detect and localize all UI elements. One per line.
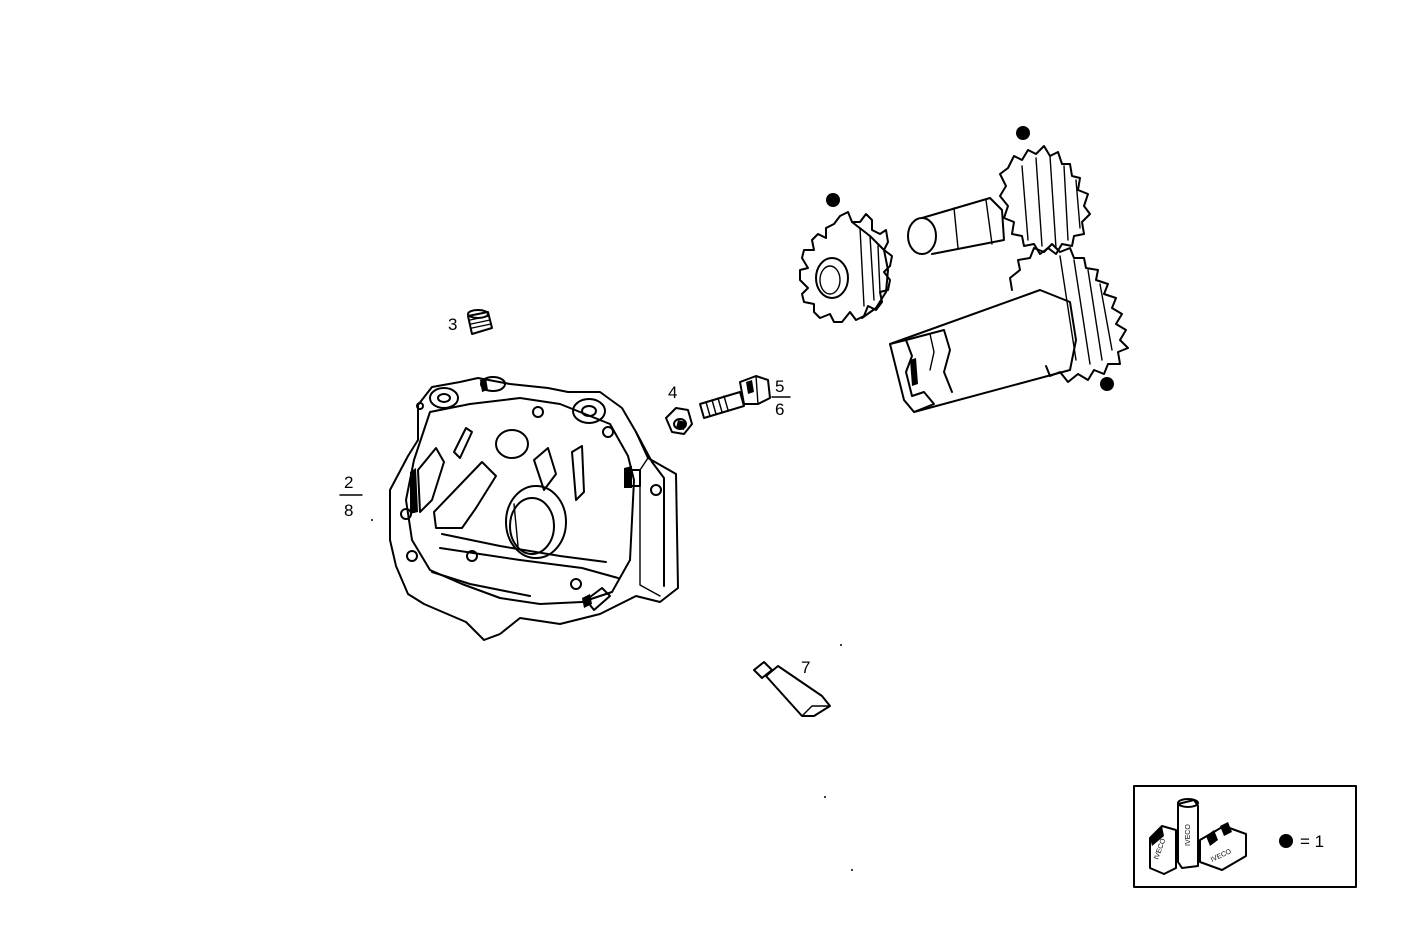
callout-7-label: 7	[801, 658, 810, 677]
gear-sleeve-part[interactable]	[889, 243, 1129, 413]
callout-6-label: 6	[775, 400, 784, 419]
bullet-marker-icon	[1279, 834, 1293, 848]
callout-3-label: 3	[448, 315, 457, 334]
callout-5-6: 5 6	[771, 377, 791, 419]
pinion-shaft-part[interactable]	[907, 145, 1091, 255]
sealant-tube-part[interactable]	[753, 661, 831, 717]
legend-box: IVECO IVECO IVECO = 1	[1133, 785, 1357, 888]
parts-kit-icon	[1149, 798, 1247, 875]
housing-part[interactable]	[389, 376, 679, 641]
bullet-marker-icon	[1016, 126, 1030, 140]
callout-2-8: 2 8	[339, 473, 363, 520]
legend-frame	[1133, 785, 1357, 888]
callout-8-label: 8	[344, 501, 353, 520]
scan-specks	[371, 519, 853, 871]
legend-equals-text: = 1	[1300, 832, 1324, 851]
kit-label: IVECO	[1185, 824, 1192, 846]
kit-label: IVECO	[1210, 848, 1233, 864]
callout-4-label: 4	[668, 383, 677, 402]
bullet-marker-icon	[1100, 377, 1114, 391]
callout-2-label: 2	[344, 473, 353, 492]
bullet-marker-icon	[826, 193, 840, 207]
callout-5-label: 5	[775, 377, 784, 396]
nut-part[interactable]	[665, 407, 693, 435]
bolt-part[interactable]	[699, 375, 771, 419]
spur-gear-part[interactable]	[799, 211, 893, 323]
grub-screw-part[interactable]	[467, 309, 493, 335]
